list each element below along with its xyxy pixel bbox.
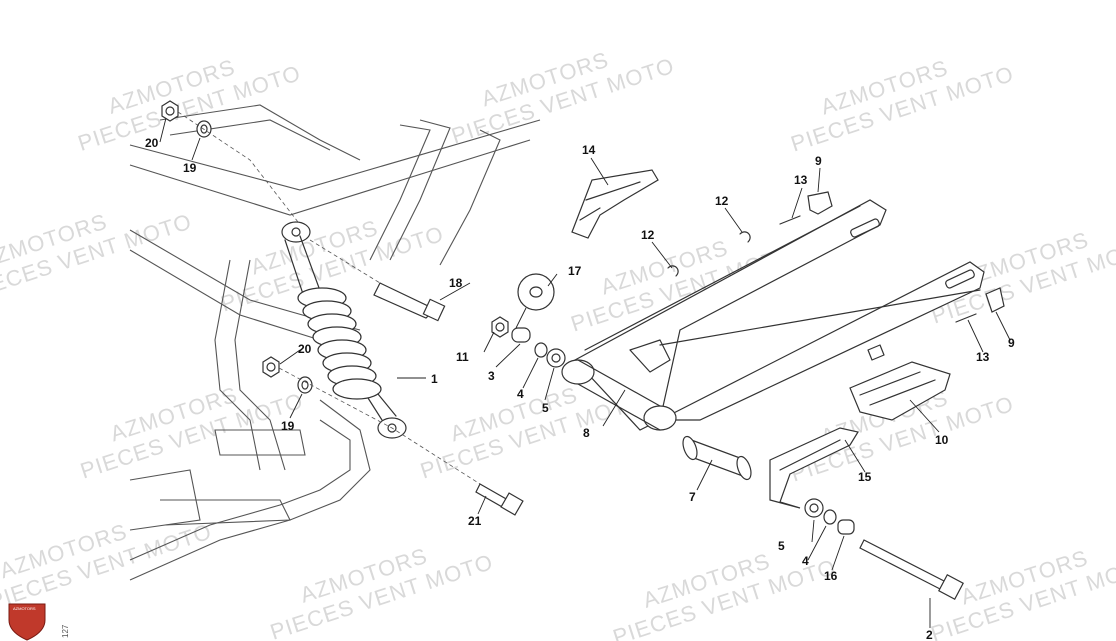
callout-13: 13 (794, 173, 808, 187)
chain-slider-15 (769, 427, 859, 509)
azmotors-logo: AZMOTORS (8, 603, 46, 641)
swingarm-pivot-rear (643, 405, 677, 431)
shock-hardware (161, 100, 524, 516)
bracket-9-top (807, 191, 833, 215)
callout-4: 4 (802, 554, 809, 568)
axle-bolt-2 (859, 539, 947, 591)
shock-top-eye (281, 221, 311, 243)
callout-12: 12 (641, 228, 655, 242)
washer-4-rear (823, 509, 837, 525)
collar-3 (511, 327, 531, 343)
callout-10: 10 (935, 433, 949, 447)
bracket-9-rear (985, 287, 1005, 313)
callout-5: 5 (542, 401, 549, 415)
logo-text: AZMOTORS (13, 606, 36, 611)
bolt-13-rear (955, 313, 977, 323)
callout-20: 20 (298, 342, 312, 356)
callout-1: 1 (431, 372, 438, 386)
shock-spring (297, 287, 382, 400)
callout-13: 13 (976, 350, 990, 364)
nut-20-mid (262, 356, 280, 378)
swingarm-pivot-front (561, 359, 595, 385)
callout-20: 20 (145, 136, 159, 150)
callout-2: 2 (926, 628, 933, 641)
nut-20-top (161, 100, 179, 122)
clip-12-left (667, 265, 679, 277)
small-hardware (667, 191, 1005, 323)
callout-12: 12 (715, 194, 729, 208)
swingarm (561, 199, 985, 431)
bolt-13-top (779, 215, 801, 225)
callout-15: 15 (858, 470, 872, 484)
chain-guard-14 (571, 169, 659, 239)
callout-11: 11 (456, 350, 469, 364)
pivot-hardware (491, 273, 566, 368)
callout-16: 16 (824, 569, 838, 583)
bearing-5-rear (804, 498, 824, 518)
callout-19: 19 (183, 161, 197, 175)
callout-21: 21 (468, 514, 482, 528)
leader-lines (159, 117, 1011, 628)
chain-guide-10 (849, 361, 951, 421)
callout-8: 8 (583, 426, 590, 440)
callout-19: 19 (281, 419, 295, 433)
washer-19-mid (297, 376, 313, 394)
callout-9: 9 (1008, 336, 1015, 350)
axle-assembly (804, 498, 964, 600)
callout-labels: 1 2 3 4 4 5 5 7 8 9 9 10 11 12 12 13 13 … (145, 136, 1015, 641)
washer-4 (534, 342, 548, 358)
callout-18: 18 (449, 276, 463, 290)
callout-7: 7 (689, 490, 696, 504)
callout-17: 17 (568, 264, 582, 278)
nut-11 (491, 316, 509, 338)
detail-circle-17 (517, 273, 555, 311)
sleeve-7 (682, 435, 752, 481)
bearing-5 (546, 348, 566, 368)
callout-3: 3 (488, 369, 495, 383)
clip-12-top (739, 231, 751, 243)
spacer-16 (837, 519, 855, 535)
callout-4: 4 (517, 387, 524, 401)
page-number: 127 (61, 624, 70, 638)
callout-9: 9 (815, 154, 822, 168)
callout-14: 14 (582, 143, 596, 157)
callout-5: 5 (778, 539, 785, 553)
